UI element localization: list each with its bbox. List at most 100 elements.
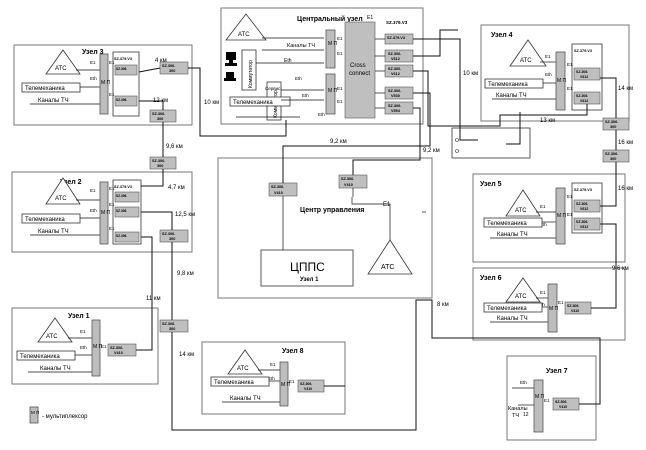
svg-text:Cross: Cross [350,63,366,69]
svg-text:SZ.306.: SZ.306. [116,234,127,238]
svg-text:SZ.306.: SZ.306. [300,382,312,386]
svg-text:Узел 2: Узел 2 [60,179,82,186]
svg-text:SZ.306.: SZ.306. [116,67,127,71]
svg-text:АТС: АТС [237,366,249,372]
svg-text:Телемеханика: Телемеханика [487,306,527,312]
svg-text:М П: М П [557,213,567,219]
svg-text:М П: М П [328,41,338,47]
svg-text:ТЧ: ТЧ [512,413,519,419]
svg-text:E1: E1 [270,362,276,367]
svg-text:SZ.306.: SZ.306. [605,120,618,124]
svg-text:Eth: Eth [545,72,552,77]
svg-text:V612: V612 [580,225,588,229]
svg-text:Eth: Eth [540,222,547,227]
svg-text:SZ.379.V3: SZ.379.V3 [387,36,405,40]
svg-text:4,7 км: 4,7 км [168,185,185,191]
svg-text:Eth: Eth [90,76,97,81]
svg-text:SZ.379.V3: SZ.379.V3 [114,185,132,189]
svg-text:Сервис: Сервис [265,86,281,91]
svg-text:E1: E1 [101,344,107,349]
svg-text:E1: E1 [337,86,343,91]
svg-text:М П: М П [549,306,559,312]
svg-text:Телемеханика: Телемеханика [20,354,60,360]
svg-text:E1: E1 [567,86,573,91]
control-center: Центр управления ЦППС Узел 1 АТС E1 SZ.3… [217,157,433,299]
svg-text:Каналы ТЧ: Каналы ТЧ [497,232,528,238]
svg-text:300: 300 [157,164,163,168]
svg-text:SZ.306.: SZ.306. [388,104,401,108]
svg-text:12,5 км: 12,5 км [175,212,195,218]
svg-text:E1: E1 [545,54,551,59]
svg-text:SZ.306.: SZ.306. [162,232,175,236]
svg-text:М П: М П [93,344,103,350]
svg-text:Телемеханика: Телемеханика [25,217,65,223]
svg-text:SZ.306.: SZ.306. [116,98,127,102]
svg-text:V612: V612 [580,207,588,211]
svg-text:Телемеханика: Телемеханика [214,380,254,386]
svg-text:V612: V612 [391,72,400,76]
svg-text:Eth: Eth [80,345,87,350]
svg-text:V612: V612 [580,75,588,79]
svg-text:E1: E1 [90,188,96,193]
svg-text:E1: E1 [109,92,115,97]
svg-text:E1: E1 [80,329,86,334]
svg-text:14 км: 14 км [179,352,194,358]
svg-text:Узел 1: Узел 1 [68,313,90,320]
node-6: Узел 6 АТС E1 Eth Телемеханика Каналы ТЧ… [472,267,626,341]
svg-text:АТС: АТС [520,58,532,64]
svg-text:14 км: 14 км [618,86,633,92]
svg-text:E1: E1 [540,290,546,295]
svg-text:E1: E1 [367,15,373,21]
svg-text:E1: E1 [558,300,564,305]
svg-text:8 км: 8 км [437,302,449,308]
svg-text:Телемеханика: Телемеханика [233,100,273,106]
svg-text:АТС: АТС [55,66,67,72]
svg-text:SZ.306.: SZ.306. [271,185,284,189]
svg-text:9,8 км: 9,8 км [177,271,194,277]
svg-text:300: 300 [169,327,175,331]
central-mux-1 [325,29,336,69]
svg-text:М П: М П [281,382,291,388]
svg-text:SZ.306.: SZ.306. [388,89,401,93]
svg-text:E1: E1 [109,202,115,207]
svg-text:10 км: 10 км [463,71,478,77]
svg-text:АТС: АТС [238,32,250,38]
svg-text:E1: E1 [567,194,573,199]
svg-text:E1: E1 [567,62,573,67]
svg-text:16 км: 16 км [618,140,633,146]
svg-text:300: 300 [169,237,175,241]
svg-text:16 км: 16 км [618,186,633,192]
svg-text:SZ.306.: SZ.306. [576,70,588,74]
svg-text:V530: V530 [391,94,400,98]
svg-text:SZ.379.V3: SZ.379.V3 [114,57,132,61]
svg-text:Eth: Eth [520,380,527,385]
svg-text:300: 300 [157,117,163,121]
svg-text:М П: М П [101,80,111,86]
svg-text:E1: E1 [544,398,550,403]
svg-text:Каналы ТЧ: Каналы ТЧ [40,366,71,372]
svg-text:М П: М П [328,88,338,94]
svg-text:Каналы ТЧ: Каналы ТЧ [497,316,528,322]
computer-icon-2 [224,72,236,81]
svg-text:12 км: 12 км [153,98,168,104]
svg-text:E1: E1 [109,60,115,65]
svg-text:10 км: 10 км [204,100,219,106]
node-8: Узел 8 АТС E1 Eth Телемеханика Каналы ТЧ… [201,341,346,415]
svg-text:V410: V410 [571,309,579,313]
svg-text:М П: М П [535,394,545,400]
node-5: Узел 5 АТС E1 Eth Телемеханика Каналы ТЧ… [472,173,626,263]
svg-text:E1: E1 [109,186,115,191]
svg-text:Телемеханика: Телемеханика [487,221,527,227]
svg-text:Телемеханика: Телемеханика [25,86,65,92]
svg-text:E1: E1 [337,36,343,41]
svg-text:E1: E1 [383,202,391,208]
svg-text:12: 12 [523,412,529,418]
svg-text:Eth: Eth [302,93,309,98]
svg-text:SZ.306.: SZ.306. [567,304,579,308]
central-mux-2 [325,73,336,115]
svg-text:SZ.306.: SZ.306. [162,322,175,326]
svg-text:V612: V612 [391,57,400,61]
commutator-1 [241,49,257,91]
svg-text:SZ.306.: SZ.306. [341,177,354,181]
svg-text:Eth: Eth [295,76,302,81]
